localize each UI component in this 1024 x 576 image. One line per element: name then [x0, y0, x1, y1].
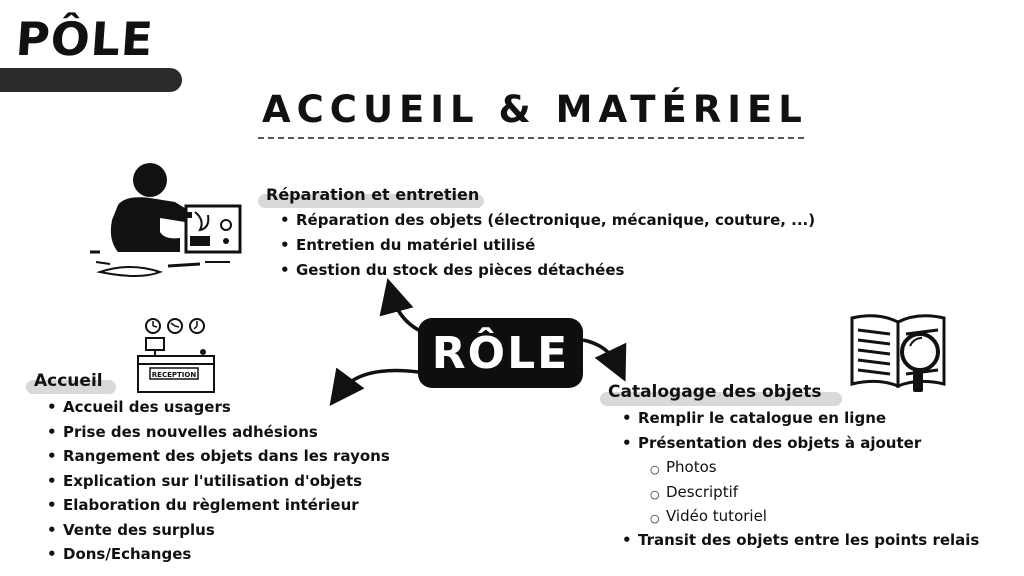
book-magnifier-icon [850, 314, 946, 392]
list-item: Entretien du matériel utilisé [280, 233, 815, 258]
page-title: ACCUEIL & MATÉRIEL [262, 88, 808, 131]
list-item: Réparation des objets (électronique, méc… [280, 208, 815, 233]
list-item: Présentation des objets à ajouter [622, 431, 921, 456]
person-repairing-electronics-icon [90, 163, 242, 277]
list-item: Descriptif [650, 480, 767, 506]
list-item: Prise des nouvelles adhésions [47, 420, 390, 445]
pole-header: PÔLE [0, 12, 185, 92]
list-item: Vidéo tutoriel [650, 504, 767, 531]
catalogage-sub-list: Photos Descriptif Vidéo tutoriel [650, 455, 767, 531]
accueil-heading: Accueil [34, 371, 103, 391]
arrow-to-accueil [329, 367, 419, 407]
catalogage-heading: Catalogage des objets [608, 382, 822, 402]
list-item: Rangement des objets dans les rayons [47, 444, 390, 469]
catalogage-list-top: Remplir le catalogue en ligne Présentati… [622, 406, 921, 455]
accueil-list: Accueil des usagers Prise des nouvelles … [47, 395, 390, 567]
catalogage-list-bottom: Transit des objets entre les points rela… [622, 528, 979, 553]
list-item: Elaboration du règlement intérieur [47, 493, 390, 518]
list-item: Explication sur l'utilisation d'objets [47, 469, 390, 494]
role-center-label: RÔLE [418, 318, 583, 388]
list-item: Remplir le catalogue en ligne [622, 406, 921, 431]
catalogage-heading-highlight [600, 392, 842, 406]
reception-sign-text: RECEPTION [152, 371, 197, 379]
repair-list: Réparation des objets (électronique, méc… [280, 208, 815, 283]
title-dashed-rule [258, 137, 804, 139]
list-item: Dons/Echanges [47, 542, 390, 567]
arrow-to-catalogage [582, 338, 627, 382]
list-item: Gestion du stock des pièces détachées [280, 258, 815, 283]
list-item: Transit des objets entre les points rela… [622, 528, 979, 553]
repair-heading-highlight [258, 194, 484, 208]
repair-heading: Réparation et entretien [266, 185, 480, 204]
pole-underline-bar [0, 68, 182, 92]
list-item: Accueil des usagers [47, 395, 390, 420]
accueil-heading-highlight [26, 380, 116, 394]
list-item: Photos [650, 455, 767, 482]
reception-desk-icon: RECEPTION [137, 318, 215, 393]
list-item: Vente des surplus [47, 518, 390, 543]
